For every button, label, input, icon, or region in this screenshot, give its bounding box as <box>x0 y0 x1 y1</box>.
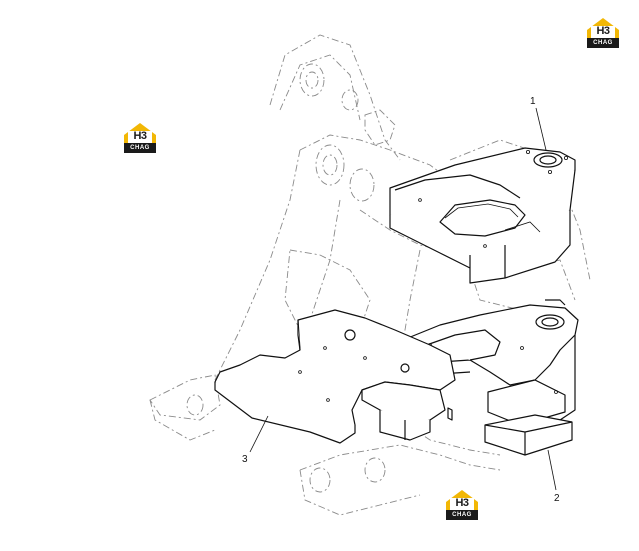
brand-logo-left: H3 CHAG <box>122 121 158 155</box>
callout-2: 2 <box>554 493 560 504</box>
brand-logo-bottom: H3 CHAG <box>444 488 480 522</box>
house-logo-icon <box>587 18 619 48</box>
logo-word: CHAG <box>130 145 150 151</box>
leader-line-3 <box>249 415 269 453</box>
logo-mark: H3 <box>133 130 147 142</box>
callout-3: 3 <box>242 454 248 465</box>
logo-mark: H3 <box>455 497 469 509</box>
brand-logo-top-right: H3 CHAG <box>585 16 621 50</box>
logo-word: CHAG <box>593 40 613 46</box>
house-logo-icon <box>124 123 156 153</box>
logo-mark: H3 <box>596 25 610 37</box>
leader-line-1 <box>535 107 547 151</box>
logo-word: CHAG <box>452 512 472 518</box>
house-logo-icon <box>446 490 478 520</box>
part-floor-plate <box>214 309 456 444</box>
callout-1: 1 <box>530 96 536 107</box>
part-upper-bracket <box>389 147 576 284</box>
leader-line-2 <box>547 449 557 491</box>
